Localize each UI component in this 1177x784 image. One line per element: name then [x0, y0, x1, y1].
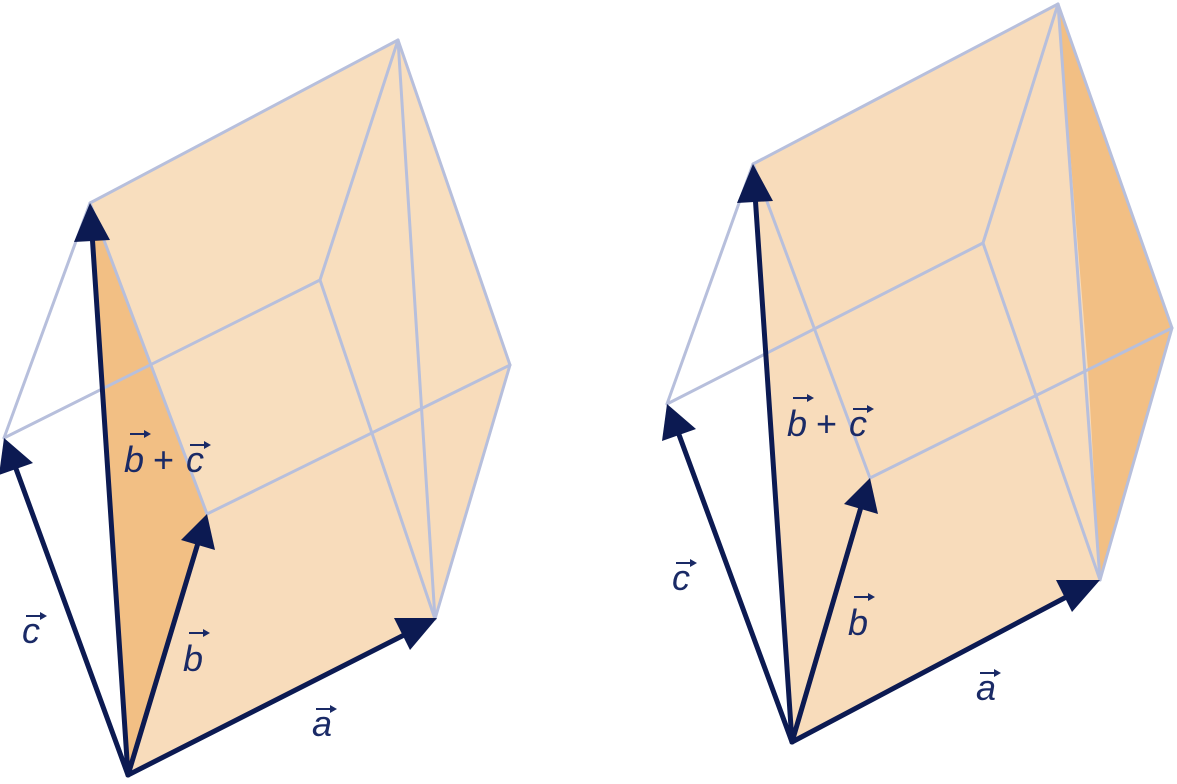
right-label-c: c [672, 557, 697, 598]
right-edges [665, 2, 1174, 582]
left-label-c: c [22, 610, 47, 651]
left-vector-c [0, 438, 131, 778]
svg-text:b: b [848, 602, 868, 643]
svg-text:c: c [672, 557, 690, 598]
left-face-bottom-ab [128, 365, 510, 775]
left-edges [2, 38, 512, 621]
right-label-a: a [976, 667, 1001, 708]
left-vector-b-plus-c [74, 203, 131, 778]
right-vector-a [789, 580, 1100, 745]
svg-text:c: c [186, 439, 204, 480]
left-label-b-plus-c: b + c [124, 430, 211, 480]
left-label-a: a [312, 703, 337, 744]
svg-text:c: c [22, 610, 40, 651]
right-face-box [753, 4, 1172, 742]
right-vector-b-plus-c [737, 164, 795, 745]
left-label-b: b [183, 629, 210, 679]
svg-text:b: b [124, 439, 144, 480]
svg-text:a: a [312, 703, 332, 744]
svg-text:+: + [153, 439, 174, 480]
left-diagram: a b c b + c [0, 38, 512, 778]
svg-text:b: b [183, 638, 203, 679]
left-vector-b [125, 514, 215, 778]
right-face-side-dark [1058, 4, 1172, 580]
right-label-b: b [848, 593, 875, 643]
right-vector-c [662, 404, 795, 745]
right-vector-b [789, 478, 878, 745]
right-diagram: a b c b + c [662, 2, 1174, 745]
svg-text:+: + [816, 403, 837, 444]
left-vector-a [125, 618, 437, 778]
svg-text:a: a [976, 667, 996, 708]
svg-text:c: c [849, 403, 867, 444]
right-label-b-plus-c: b + c [787, 394, 874, 444]
svg-text:b: b [787, 403, 807, 444]
